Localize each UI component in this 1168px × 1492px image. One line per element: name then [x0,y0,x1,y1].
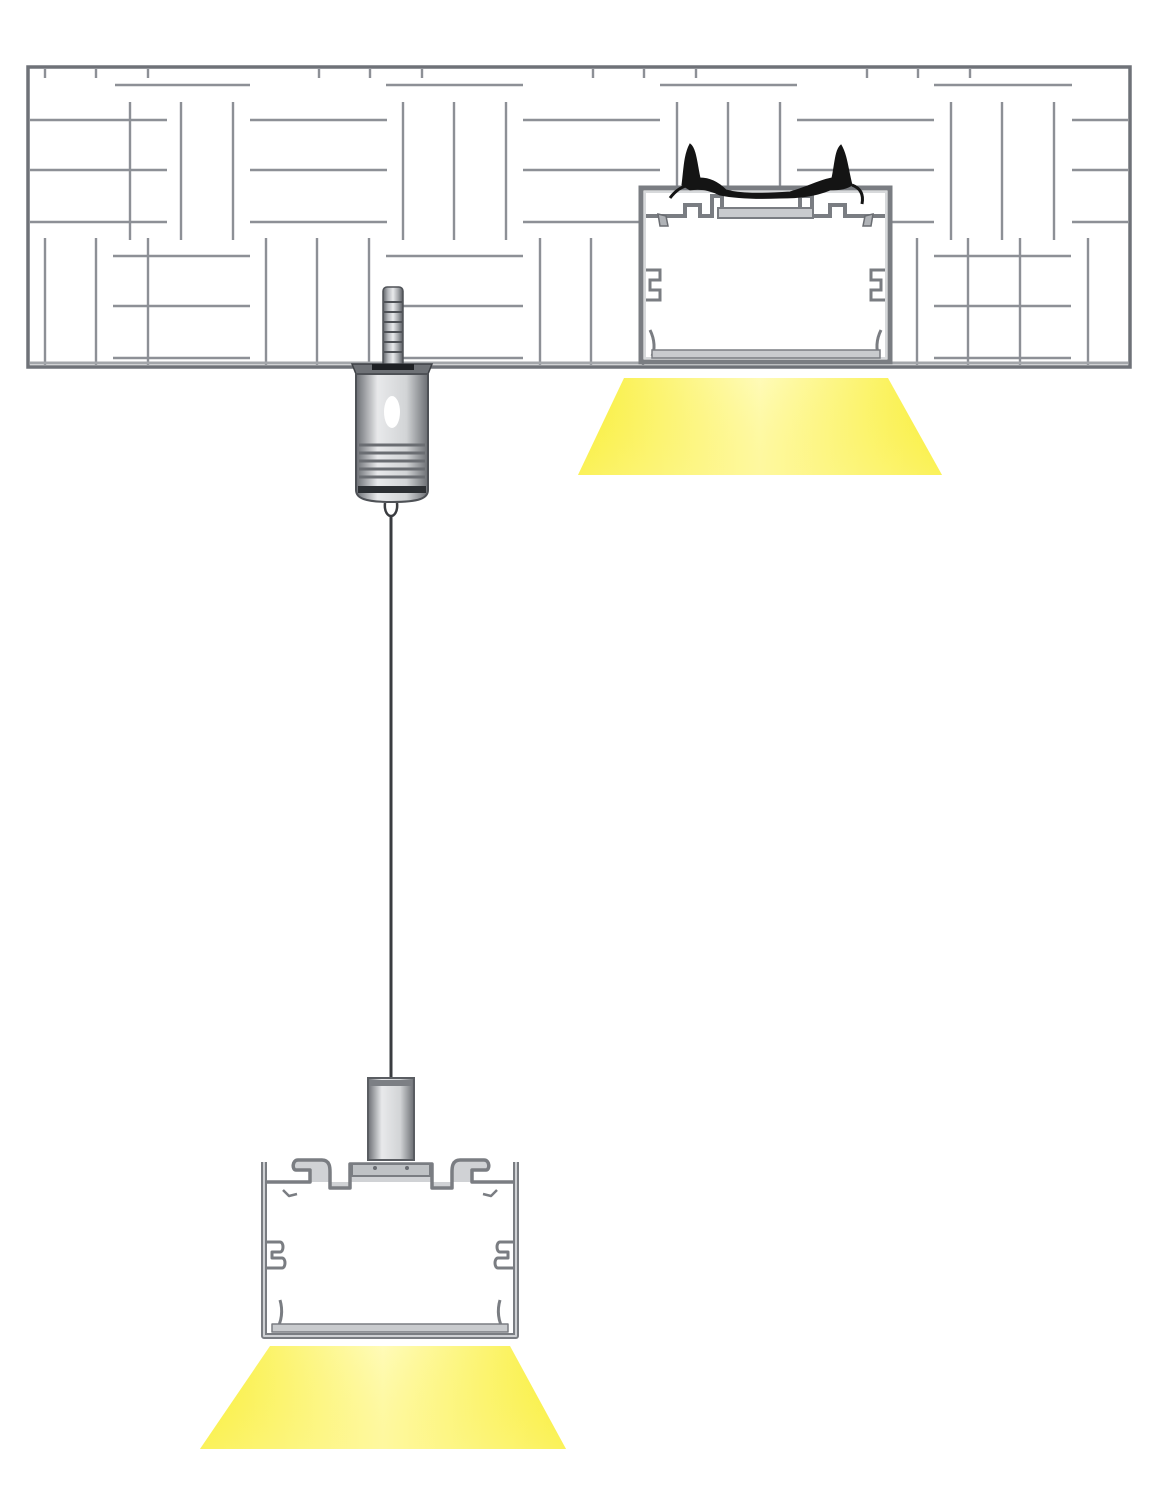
pendant-led-profile [261,1158,519,1339]
parquet-pattern [30,69,1128,365]
recessed-light-beam [578,378,942,475]
ceiling-panel [26,65,1132,369]
suspension-ceiling-anchor [350,286,434,518]
pendant-hanger-clip [367,1077,415,1161]
recessed-led-profile [638,143,893,365]
mounting-spring-clip [668,143,864,205]
pendant-light-beam [200,1346,566,1449]
